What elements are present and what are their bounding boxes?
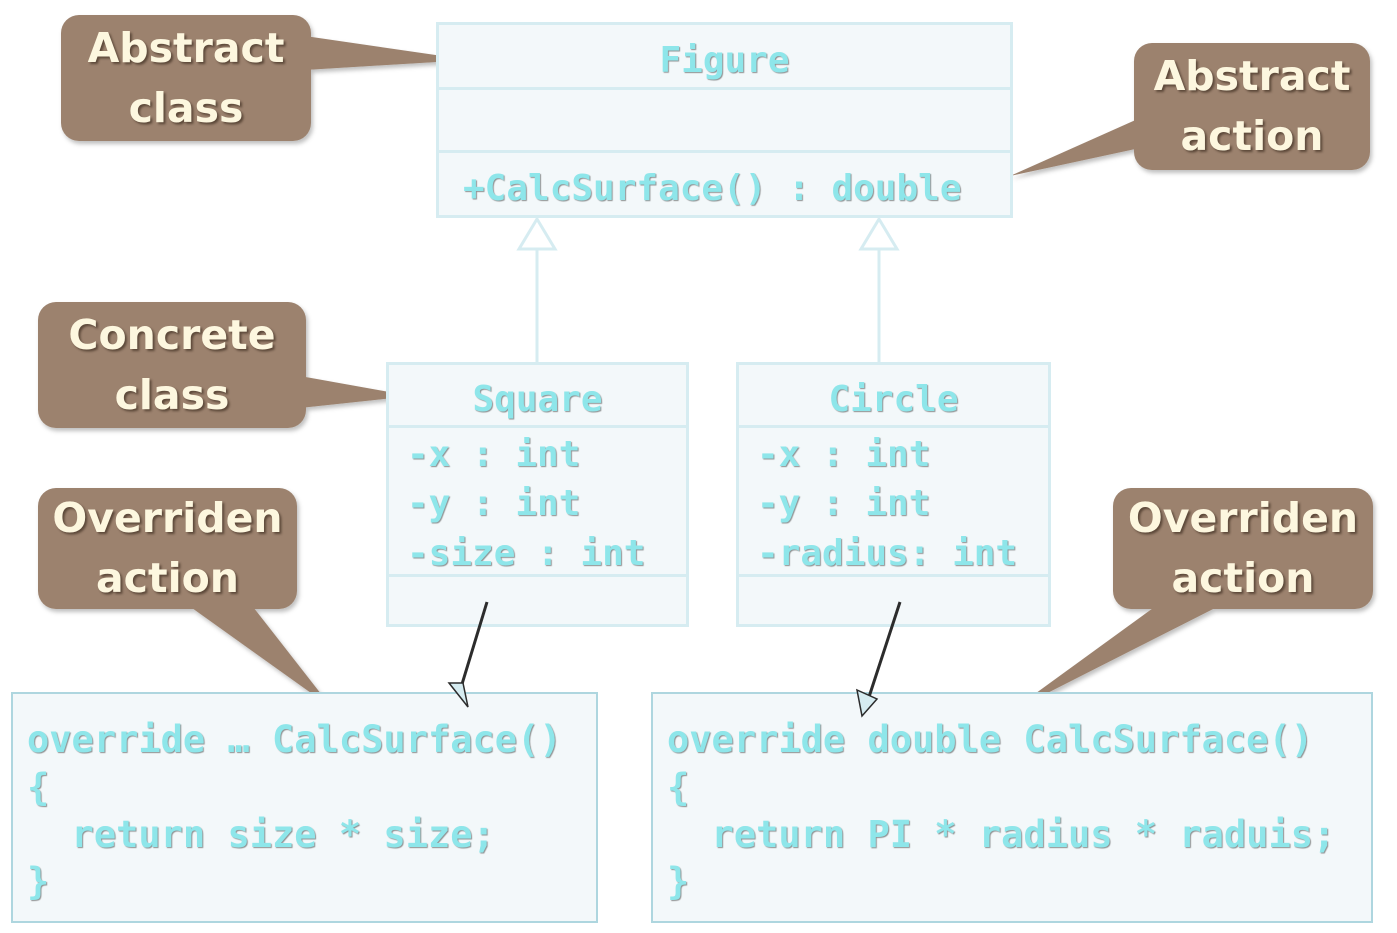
class-circle-name: Circle: [828, 379, 959, 420]
code-circle-override: override double CalcSurface() { return P…: [651, 692, 1373, 923]
class-square: Square -x : int -y : int -size : int: [386, 362, 689, 627]
code-square-line-3: return size * size;: [27, 813, 495, 856]
callout-abstract-class-line-1: Abstract: [87, 24, 285, 72]
class-square-divider-1: [389, 425, 686, 428]
callout-overriden-left-line-2: action: [96, 554, 239, 602]
code-square-line-2: {: [27, 766, 50, 809]
class-figure: Figure +CalcSurface() : double: [436, 22, 1013, 218]
code-square-line-4: }: [27, 860, 50, 903]
callout-overriden-right-shape: [1010, 488, 1373, 712]
pointer-circle-to-code: [855, 601, 902, 718]
callout-abstract-action-line-1: Abstract: [1153, 52, 1351, 100]
callout-overriden-left-shape: [38, 488, 332, 708]
callout-overriden-left-line-1: Overriden: [52, 494, 283, 542]
class-figure-divider-1: [439, 87, 1010, 90]
class-circle-attr-y: -y : int: [757, 483, 931, 524]
class-square-name: Square: [472, 379, 603, 420]
class-circle-attr-x: -x : int: [757, 434, 931, 475]
callout-abstract-class-shape: [61, 15, 470, 141]
class-circle-divider-1: [739, 425, 1048, 428]
callout-concrete-class-shape: [38, 302, 412, 428]
inheritance-arrow-square: [516, 216, 558, 362]
code-circle-line-3: return PI * radius * raduis;: [667, 813, 1336, 856]
class-square-attr-y: -y : int: [407, 483, 581, 524]
callout-abstract-class: Abstract class: [61, 18, 311, 138]
class-square-attr-size: -size : int: [407, 533, 646, 574]
pointer-square-to-code: [447, 601, 489, 708]
callout-overriden-right: Overriden action: [1113, 488, 1373, 608]
class-circle-divider-2: [739, 574, 1048, 577]
callout-abstract-action-shape: [1010, 43, 1370, 176]
callout-concrete-class-line-2: class: [114, 371, 230, 419]
code-circle-line-2: {: [667, 766, 690, 809]
code-circle-line-1: override double CalcSurface(): [667, 718, 1314, 761]
class-figure-divider-2: [439, 150, 1010, 153]
class-figure-name: Figure: [659, 40, 790, 81]
callout-overriden-right-line-2: action: [1171, 554, 1315, 602]
callout-overriden-left: Overriden action: [38, 488, 297, 608]
class-square-attr-x: -x : int: [407, 434, 581, 475]
inheritance-arrow-circle: [858, 216, 900, 362]
callout-abstract-action-line-2: action: [1180, 112, 1324, 160]
code-square-override: override … CalcSurface() { return size *…: [11, 692, 598, 923]
callout-abstract-action: Abstract action: [1134, 46, 1370, 166]
callout-overriden-right-line-1: Overriden: [1127, 494, 1359, 542]
callout-concrete-class: Concrete class: [38, 305, 306, 425]
callout-concrete-class-line-1: Concrete: [68, 311, 276, 359]
code-square-line-1: override … CalcSurface(): [27, 718, 562, 761]
code-circle-line-4: }: [667, 860, 690, 903]
class-figure-operation: +CalcSurface() : double: [463, 168, 962, 209]
callout-abstract-class-line-2: class: [128, 84, 244, 132]
class-circle-attr-radius: -radius: int: [757, 533, 1018, 574]
class-square-divider-2: [389, 574, 686, 577]
